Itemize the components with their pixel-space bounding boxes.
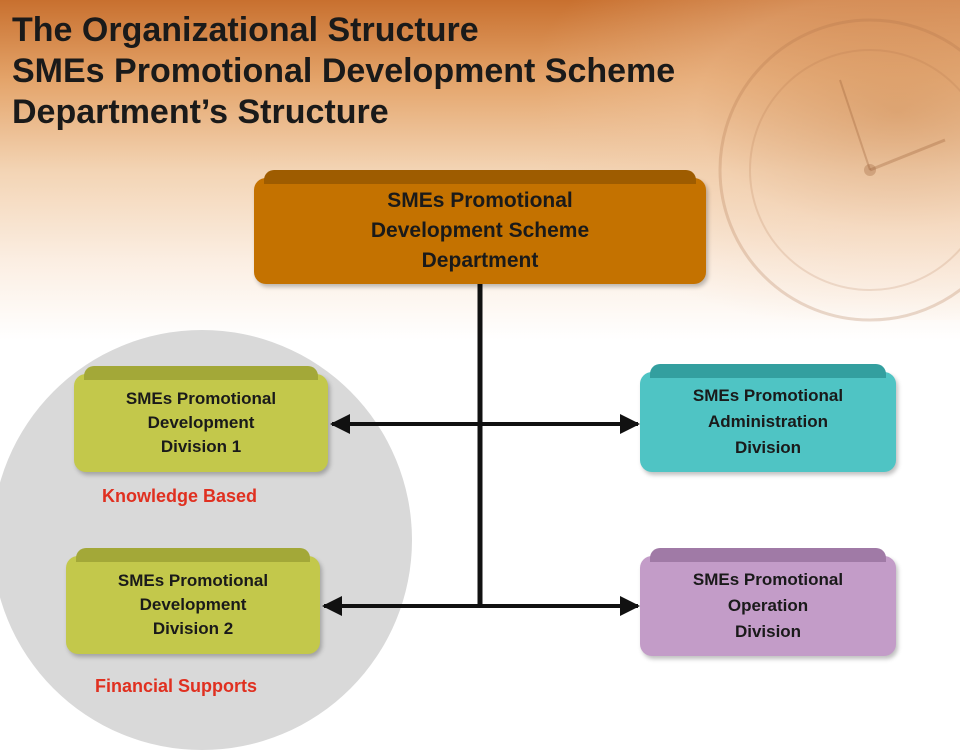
administration-division-node: SMEs Promotional Administration Division xyxy=(640,364,896,472)
operation-division-node: SMEs Promotional Operation Division xyxy=(640,548,896,656)
administration-node-line-1: SMEs Promotional xyxy=(692,386,844,405)
division-2-node: SMEs Promotional Development Division 2 xyxy=(66,548,320,654)
administration-node-line-2: Administration xyxy=(708,412,828,431)
clock-decoration xyxy=(718,18,960,322)
financial-supports-label: Financial Supports xyxy=(95,676,258,696)
operation-node-line-3: Division xyxy=(734,622,802,641)
title-line-1: The Organizational Structure xyxy=(12,11,479,49)
department-node-line-3: Department xyxy=(421,249,539,272)
division-2-node-line-1: SMEs Promotional xyxy=(117,571,269,590)
administration-node-line-3: Division xyxy=(734,438,802,457)
division-2-node-line-3: Division 2 xyxy=(152,619,234,638)
page-title: The Organizational Structure SMEs Promot… xyxy=(12,10,942,133)
department-node-line-2: Development Scheme xyxy=(370,219,590,242)
division-2-node-line-2: Development xyxy=(139,595,247,614)
department-node-line-1: SMEs Promotional xyxy=(387,189,573,212)
division-1-node-line-3: Division 1 xyxy=(160,437,242,456)
operation-node-line-1: SMEs Promotional xyxy=(692,570,844,589)
department-node: SMEs Promotional Development Scheme Depa… xyxy=(254,170,706,284)
division-1-node-line-1: SMEs Promotional xyxy=(125,389,277,408)
division-1-node: SMEs Promotional Development Division 1 xyxy=(74,366,328,472)
title-line-3: Department’s Structure xyxy=(12,93,389,131)
title-line-2: SMEs Promotional Development Scheme xyxy=(12,52,676,90)
division-1-node-line-2: Development xyxy=(147,413,255,432)
knowledge-based-label: Knowledge Based xyxy=(102,486,258,506)
operation-node-line-2: Operation xyxy=(727,596,809,615)
connector-lines xyxy=(322,284,640,616)
